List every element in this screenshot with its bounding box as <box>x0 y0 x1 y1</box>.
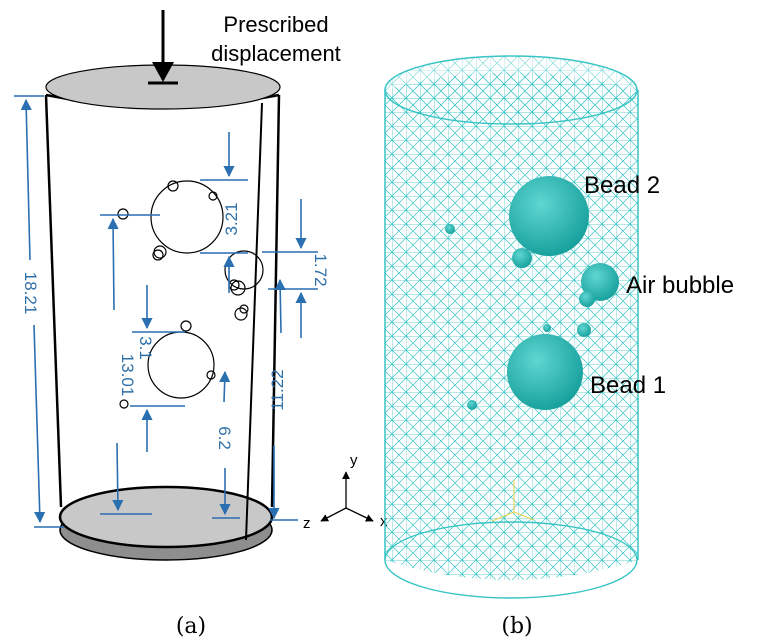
air-bubble-sphere <box>581 263 619 301</box>
load-arrow <box>148 10 178 85</box>
panel-b: Bead 2 Air bubble Bead 1 (b) <box>384 55 734 639</box>
dim-13-01: 13.01 <box>118 354 137 397</box>
dim-18-21: 18.21 <box>21 272 40 315</box>
mesh-cylinder <box>384 55 639 599</box>
dimension-bubble-elev: 11.22 <box>268 278 298 521</box>
dim-3-21: 3.21 <box>222 202 241 235</box>
dimension-bead-lower: 3.1 <box>130 285 185 452</box>
dim-11-22: 11.22 <box>268 369 287 410</box>
bead-2-sphere <box>509 176 589 256</box>
bead-1-sphere <box>507 334 583 410</box>
caption-b: (b) <box>501 614 532 639</box>
spheres <box>445 176 619 410</box>
bead-lower <box>147 331 215 399</box>
axis-y-label: y <box>350 452 358 469</box>
load-label-line1: Prescribed <box>223 12 328 37</box>
cylinder-outline <box>44 93 281 541</box>
panel-a: Prescribed displacement 18.21 <box>14 10 388 639</box>
dimension-bubble: 1.72 <box>262 199 330 338</box>
axis-x-label: x <box>380 513 388 530</box>
bead-upper <box>150 180 224 254</box>
dimension-height-total: 18.21 <box>14 95 64 528</box>
bottom-plate <box>58 485 274 561</box>
air-bubble <box>224 250 264 290</box>
dimension-bead-upper-elev: 13.01 <box>100 214 160 515</box>
label-bead-2: Bead 2 <box>584 172 660 199</box>
axis-z-label: z <box>303 515 311 532</box>
dimension-bead-lower-elev: 6.2 <box>212 370 240 519</box>
axes-triad <box>320 471 374 522</box>
load-label-line2: displacement <box>211 41 341 66</box>
dim-6-2: 6.2 <box>215 426 234 450</box>
caption-a: (a) <box>176 614 206 639</box>
label-bead-1: Bead 1 <box>590 372 666 399</box>
dim-1-72: 1.72 <box>311 253 330 286</box>
label-air-bubble: Air bubble <box>626 272 734 299</box>
dim-3-1: 3.1 <box>136 336 155 360</box>
dimension-bead-upper: 3.21 <box>200 132 248 293</box>
